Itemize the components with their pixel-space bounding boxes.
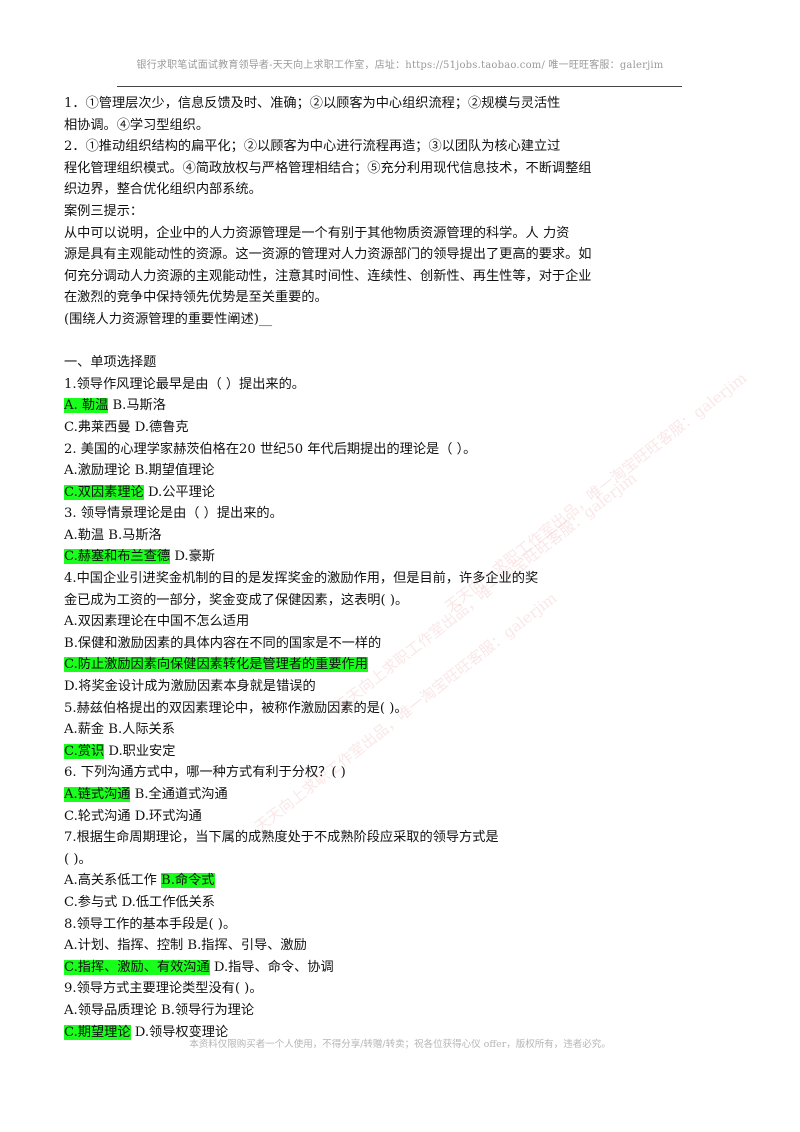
- question-4-stem-2: 金已成为工资的一部分，奖金变成了保健因素，这表明( )。: [64, 592, 409, 608]
- question-8-option-d: D.指导、命令、协调: [209, 959, 334, 975]
- case3-line-4: 在激烈的竞争中保持领先优势是至关重要的。: [64, 290, 328, 306]
- question-3-options-cd: C.赫塞和布兰查德 D.豪斯: [64, 546, 664, 568]
- question-2-answer-highlight: C.双因素理论: [64, 484, 144, 500]
- question-7-stem-1: 7.根据生命周期理论，当下属的成熟度处于不成熟阶段应采取的领导方式是: [64, 830, 499, 846]
- case3-line-1: 从中可以说明，企业中的人力资源管理是一个有别于其他物质资源管理的科学。人 力资: [64, 225, 570, 241]
- question-2-stem: 2. 美国的心理学家赫茨伯格在20 世纪50 年代后期提出的理论是（ ）。: [64, 441, 477, 457]
- question-5-answer-highlight: C.赏识: [64, 743, 105, 759]
- question-6-option-b: B.全通道式沟通: [130, 787, 228, 802]
- answer-2-line-1: 2．①推动组织结构的扁平化；②以顾客为中心进行流程再造；③以团队为核心建立过: [64, 139, 561, 155]
- question-8-options-ab: A.计划、指挥、控制 B.指挥、引导、激励: [64, 938, 307, 954]
- question-1-answer-highlight: A. 勒温: [64, 398, 109, 414]
- question-7-stem-2: ( )。: [64, 851, 92, 867]
- case3-line-2: 源是具有主观能动性的资源。这一资源的管理对人力资源部门的领导提出了更高的要求。如: [64, 247, 592, 263]
- section-title: 一、单项选择题: [64, 355, 157, 371]
- answer-1-line-1: 1．①管理层次少，信息反馈及时、准确；②以顾客为中心组织流程；②规模与灵活性: [64, 96, 561, 111]
- question-9-options-ab: A.领导品质理论 B.领导行为理论: [64, 1002, 255, 1018]
- question-9-answer-highlight: C.期望理论: [64, 1024, 131, 1040]
- question-4-answer-highlight: C.防止激励因素向保健因素转化是管理者的重要作用: [64, 657, 368, 673]
- question-1-option-b: B.马斯洛: [108, 398, 166, 414]
- question-3-option-d: D.豪斯: [170, 549, 215, 565]
- question-3-options-ab: A.勒温 B.马斯洛: [64, 527, 162, 543]
- question-1-options-cd: C.弗莱西曼 D.德鲁克: [64, 419, 189, 435]
- question-8-stem: 8.领导工作的基本手段是( )。: [64, 916, 237, 932]
- question-2-option-d: D.公平理论: [143, 484, 215, 500]
- question-5-options-cd: C.赏识 D.职业安定: [64, 741, 664, 763]
- question-7-answer-highlight: B.命令式: [161, 873, 215, 889]
- question-2-options-ab: A.激励理论 B.期望值理论: [64, 463, 215, 479]
- case3-title: 案例三提示：: [64, 203, 144, 219]
- question-8-options-cd: C.指挥、激励、有效沟通 D.指导、命令、协调: [64, 957, 664, 979]
- question-6-answer-highlight: A.链式沟通: [64, 787, 131, 802]
- page-header: 银行求职笔试面试教育领导者-天天向上求职工作室，店址：https://51job…: [136, 60, 664, 71]
- question-4-option-b: B.保健和激励因素的具体内容在不同的国家是不一样的: [64, 635, 382, 651]
- question-4-stem-1: 4.中国企业引进奖金机制的目的是发挥奖金的激励作用，但是目前，许多企业的奖: [64, 571, 539, 587]
- question-9-option-d: D.领导权变理论: [130, 1024, 229, 1040]
- question-8-answer-highlight: C.指挥、激励、有效沟通: [64, 959, 210, 975]
- answer-1-line-2: 相协调。④学习型组织。: [64, 117, 210, 133]
- question-9-options-cd: C.期望理论 D.领导权变理论: [64, 1022, 664, 1044]
- question-4-option-a: A.双因素理论在中国不怎么适用: [64, 614, 250, 630]
- question-5-option-d: D.职业安定: [104, 743, 176, 759]
- question-7-options-cd: C.参与式 D.低工作低关系: [64, 894, 215, 910]
- header-rule: [117, 86, 682, 87]
- question-7-options-ab: A.高关系低工作 B.命令式: [64, 870, 664, 892]
- question-3-stem: 3. 领导情景理论是由（ ）提出来的。: [64, 506, 283, 522]
- case3-line-5: (围绕人力资源管理的重要性阐述)__: [64, 311, 273, 327]
- question-9-stem: 9.领导方式主要理论类型没有( )。: [64, 981, 263, 997]
- question-6-stem: 6. 下列沟通方式中，哪一种方式有利于分权？( ): [64, 765, 346, 781]
- question-2-options-cd: C.双因素理论 D.公平理论: [64, 482, 664, 504]
- page-footer: 本资料仅限购买者一个人使用，不得分享/转赠/转卖；祝各位获得心仪 offer，版…: [189, 1039, 611, 1050]
- question-4-option-d: D.将奖金设计成为激励因素本身就是错误的: [64, 679, 316, 695]
- question-5-stem: 5.赫兹伯格提出的双因素理论中，被称作激励因素的是( )。: [64, 700, 408, 716]
- question-1-stem: 1.领导作风理论最早是由（ ）提出来的。: [64, 376, 305, 392]
- question-7-option-a: A.高关系低工作: [64, 873, 162, 889]
- question-6-options-ab: A.链式沟通 B.全通道式沟通: [64, 784, 664, 806]
- question-4-option-c-row: C.防止激励因素向保健因素转化是管理者的重要作用: [64, 654, 664, 676]
- spacer: [64, 331, 664, 353]
- document-body: 1．①管理层次少，信息反馈及时、准确；②以顾客为中心组织流程；②规模与灵活性 相…: [64, 93, 664, 1043]
- answer-2-line-3: 织边界，整合优化组织内部系统。: [64, 182, 262, 198]
- question-1-options-ab: A. 勒温 B.马斯洛: [64, 395, 664, 417]
- question-3-answer-highlight: C.赫塞和布兰查德: [64, 549, 171, 565]
- answer-2-line-2: 程化管理组织模式。④简政放权与严格管理相结合；⑤充分利用现代信息技术，不断调整组: [64, 160, 592, 176]
- question-6-options-cd: C.轮式沟通 D.环式沟通: [64, 808, 202, 824]
- question-5-options-ab: A.薪金 B.人际关系: [64, 722, 175, 738]
- case3-line-3: 何充分调动人力资源的主观能动性，注意其时间性、连续性、创新性、再生性等，对于企业: [64, 268, 592, 284]
